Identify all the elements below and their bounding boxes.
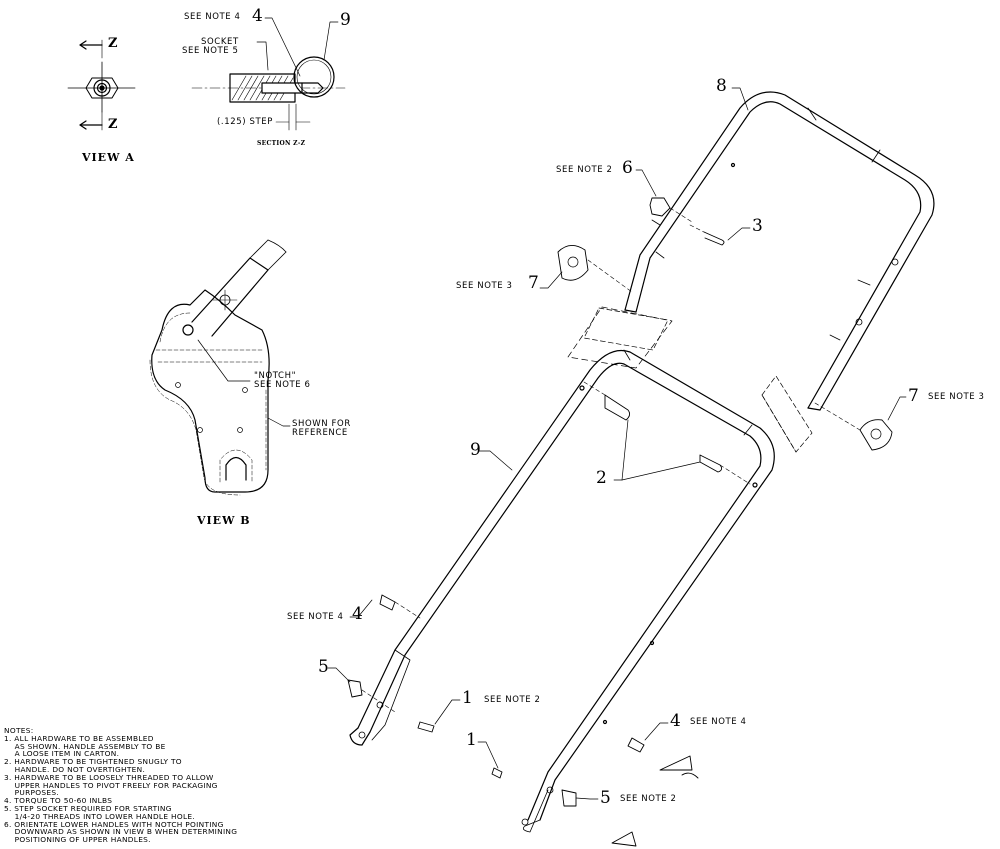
callout-7a-note: SEE NOTE 3 xyxy=(456,281,513,291)
section-see-note-4: SEE NOTE 4 xyxy=(184,12,241,22)
note-line: UPPER HANDLES TO PIVOT FREELY FOR PACKAG… xyxy=(4,780,218,790)
note-line: HANDLE. DO NOT OVERTIGHTEN. xyxy=(4,764,146,774)
callout-5a-number: 5 xyxy=(318,657,329,677)
callout-5b-number: 5 xyxy=(600,788,611,808)
socket-label: SOCKET xyxy=(201,37,239,47)
callout-1b-number: 1 xyxy=(466,730,477,750)
note-line: PURPOSES. xyxy=(4,788,59,798)
note-line: DOWNWARD AS SHOWN IN VIEW B WHEN DETERMI… xyxy=(4,827,238,837)
socket-see-note-5: SEE NOTE 5 xyxy=(182,46,239,56)
step-label: (.125) STEP xyxy=(217,117,273,127)
view-b-label: VIEW B xyxy=(197,514,251,527)
note-line: POSITIONING OF UPPER HANDLES. xyxy=(4,835,151,845)
callout-4a-number: 4 xyxy=(352,604,363,624)
notes-heading: NOTES: xyxy=(4,726,34,735)
note-line: 1/4-20 THREADS INTO LOWER HANDLE HOLE. xyxy=(4,811,195,821)
callout-6-note: SEE NOTE 2 xyxy=(556,165,613,175)
callout-6-number: 6 xyxy=(622,158,633,178)
note-line: AS SHOWN. HANDLE ASSEMBLY TO BE xyxy=(4,741,166,751)
callout-5b-note: SEE NOTE 2 xyxy=(620,794,677,804)
upper-handle-drawing xyxy=(624,91,935,411)
note-line: 2. HARDWARE TO BE TIGHTENED SNUGLY TO xyxy=(4,757,182,767)
note-line: 6. ORIENTATE LOWER HANDLES WITH NOTCH PO… xyxy=(4,819,224,829)
callout-1a-note: SEE NOTE 2 xyxy=(484,695,541,705)
notch-see-note-6: SEE NOTE 6 xyxy=(254,380,311,390)
section-zz-label: SECTION Z-Z xyxy=(257,140,306,147)
dashed-boxes xyxy=(567,306,813,453)
note-line: 1. ALL HARDWARE TO BE ASSEMBLED xyxy=(4,733,154,743)
reference-label: REFERENCE xyxy=(292,428,348,438)
callout-4b-note: SEE NOTE 4 xyxy=(690,717,747,727)
note-line: 4. TORQUE TO 50-60 INLBS xyxy=(4,796,113,806)
note-line: 5. STEP SOCKET REQUIRED FOR STARTING xyxy=(4,803,172,813)
view-a-drawing xyxy=(67,39,136,131)
callout-3-number: 3 xyxy=(752,216,763,236)
section-zz-drawing xyxy=(191,17,346,131)
assembly-notes: NOTES: 1. ALL HARDWARE TO BE ASSEMBLED A… xyxy=(4,727,304,844)
note-line: 3. HARDWARE TO BE LOOSELY THREADED TO AL… xyxy=(4,772,214,782)
section-marker-z-top: Z xyxy=(108,36,119,51)
notch-label: "NOTCH" xyxy=(254,371,297,381)
callout-2-number: 2 xyxy=(596,468,607,488)
callout-7b-number: 7 xyxy=(908,386,919,406)
callout-9-number: 9 xyxy=(470,440,481,460)
section-callout-9: 9 xyxy=(340,10,351,30)
section-callout-4: 4 xyxy=(252,6,263,26)
note-line: A LOOSE ITEM IN CARTON. xyxy=(4,749,120,759)
lower-handle-drawing xyxy=(349,349,775,833)
callout-4b-number: 4 xyxy=(670,711,681,731)
callout-1a-number: 1 xyxy=(462,688,473,708)
callout-4a-note: SEE NOTE 4 xyxy=(287,612,344,622)
view-b-drawing xyxy=(149,239,291,496)
callout-8-number: 8 xyxy=(716,76,727,96)
view-a-label: VIEW A xyxy=(82,151,135,164)
section-marker-z-bottom: Z xyxy=(108,117,119,132)
shown-for-label: SHOWN FOR xyxy=(292,419,351,429)
callout-7a-number: 7 xyxy=(528,273,539,293)
callout-7b-note: SEE NOTE 3 xyxy=(928,392,985,402)
